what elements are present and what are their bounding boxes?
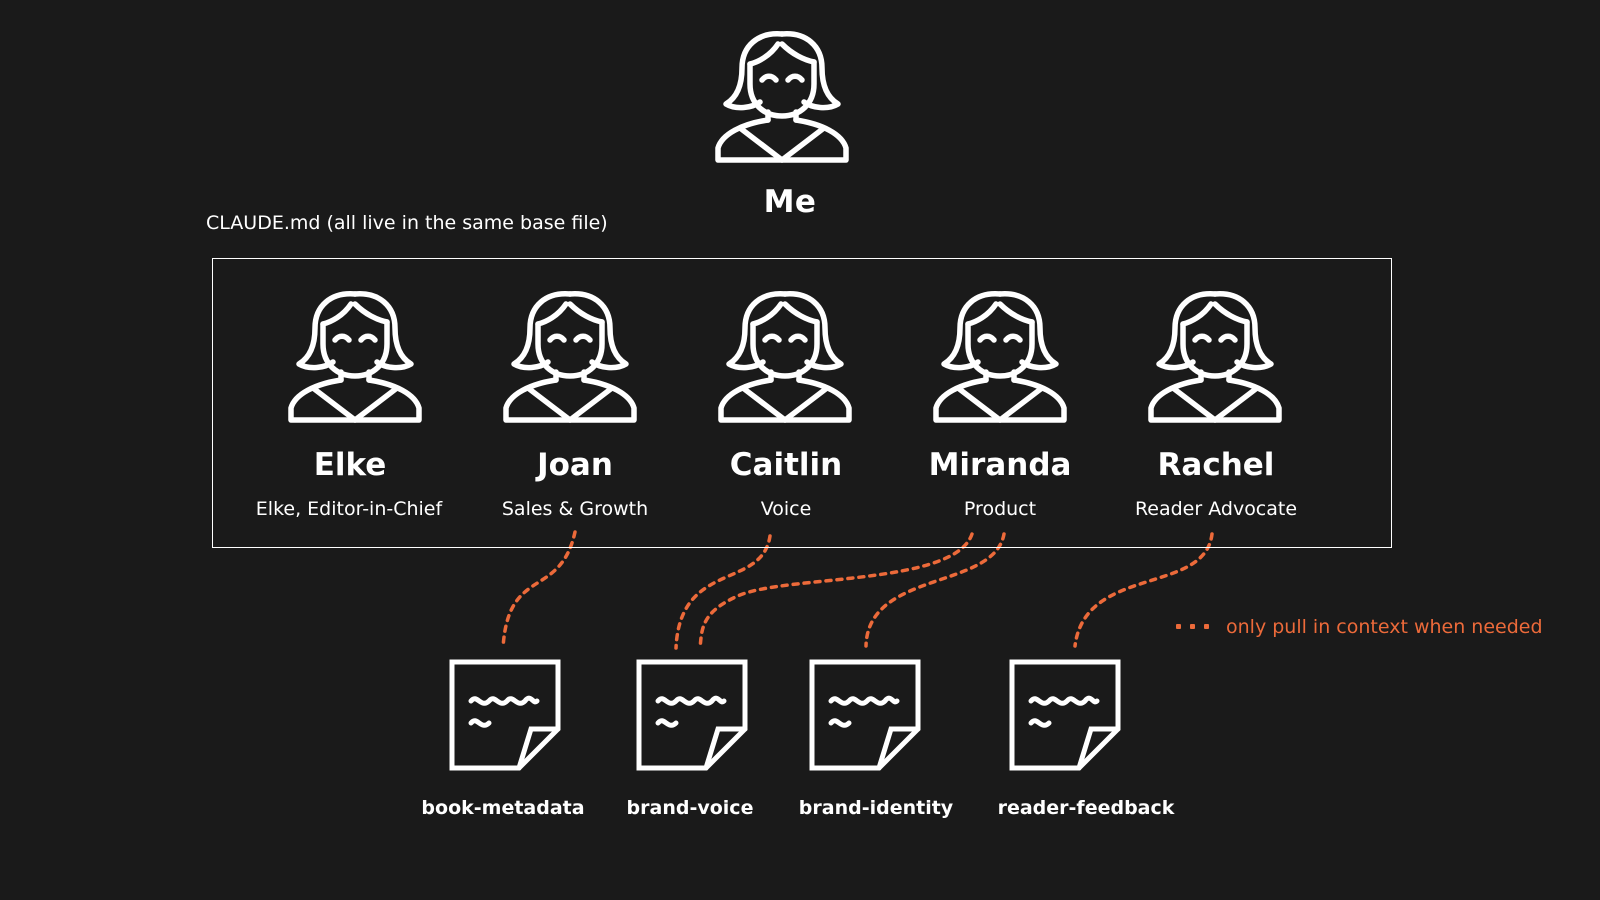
doc-label-reader-feedback: reader-feedback <box>997 797 1175 819</box>
doc-brand-identity <box>809 659 921 771</box>
connector-miranda-brand-voice <box>698 532 974 650</box>
connector-caitlin-brand-voice <box>674 534 772 650</box>
woman-person-icon <box>1148 291 1282 423</box>
dotted-line-icon <box>1176 624 1210 630</box>
connector-miranda-brand-identity <box>864 532 1006 648</box>
me-avatar <box>712 24 852 164</box>
woman-person-icon <box>715 31 849 163</box>
claude-md-frame <box>212 258 1392 548</box>
agent-avatar-miranda <box>930 284 1070 424</box>
agent-role-joan: Sales & Growth <box>501 498 649 520</box>
doc-label-brand-identity: brand-identity <box>798 797 954 819</box>
doc-label-book-metadata: book-metadata <box>421 797 585 819</box>
connector-joan-book-metadata <box>501 530 577 650</box>
me-label: Me <box>763 184 817 220</box>
woman-person-icon <box>503 291 637 423</box>
agent-name-joan: Joan <box>537 447 613 483</box>
agent-role-rachel: Reader Advocate <box>1134 498 1298 520</box>
document-note-icon <box>1009 659 1121 771</box>
woman-person-icon <box>288 291 422 423</box>
agent-avatar-joan <box>500 284 640 424</box>
doc-book-metadata <box>449 659 561 771</box>
legend: only pull in context when needed <box>1176 615 1543 639</box>
agent-name-elke: Elke <box>313 447 387 483</box>
agent-avatar-elke <box>285 284 425 424</box>
doc-brand-voice <box>636 659 748 771</box>
document-note-icon <box>809 659 921 771</box>
doc-reader-feedback <box>1009 659 1121 771</box>
connector-rachel-reader-feedback <box>1073 532 1214 648</box>
agent-avatar-caitlin <box>715 284 855 424</box>
agent-role-elke: Elke, Editor-in-Chief <box>255 498 443 520</box>
document-note-icon <box>449 659 561 771</box>
document-note-icon <box>636 659 748 771</box>
agent-name-miranda: Miranda <box>928 447 1072 483</box>
agent-role-caitlin: Voice <box>760 498 812 520</box>
doc-label-brand-voice: brand-voice <box>626 797 754 819</box>
legend-label: only pull in context when needed <box>1226 616 1543 638</box>
agent-name-rachel: Rachel <box>1157 447 1275 483</box>
woman-person-icon <box>933 291 1067 423</box>
claude-md-caption: CLAUDE.md (all live in the same base fil… <box>206 212 608 234</box>
agent-role-miranda: Product <box>963 498 1037 520</box>
agent-avatar-rachel <box>1145 284 1285 424</box>
woman-person-icon <box>718 291 852 423</box>
agent-name-caitlin: Caitlin <box>729 447 843 483</box>
